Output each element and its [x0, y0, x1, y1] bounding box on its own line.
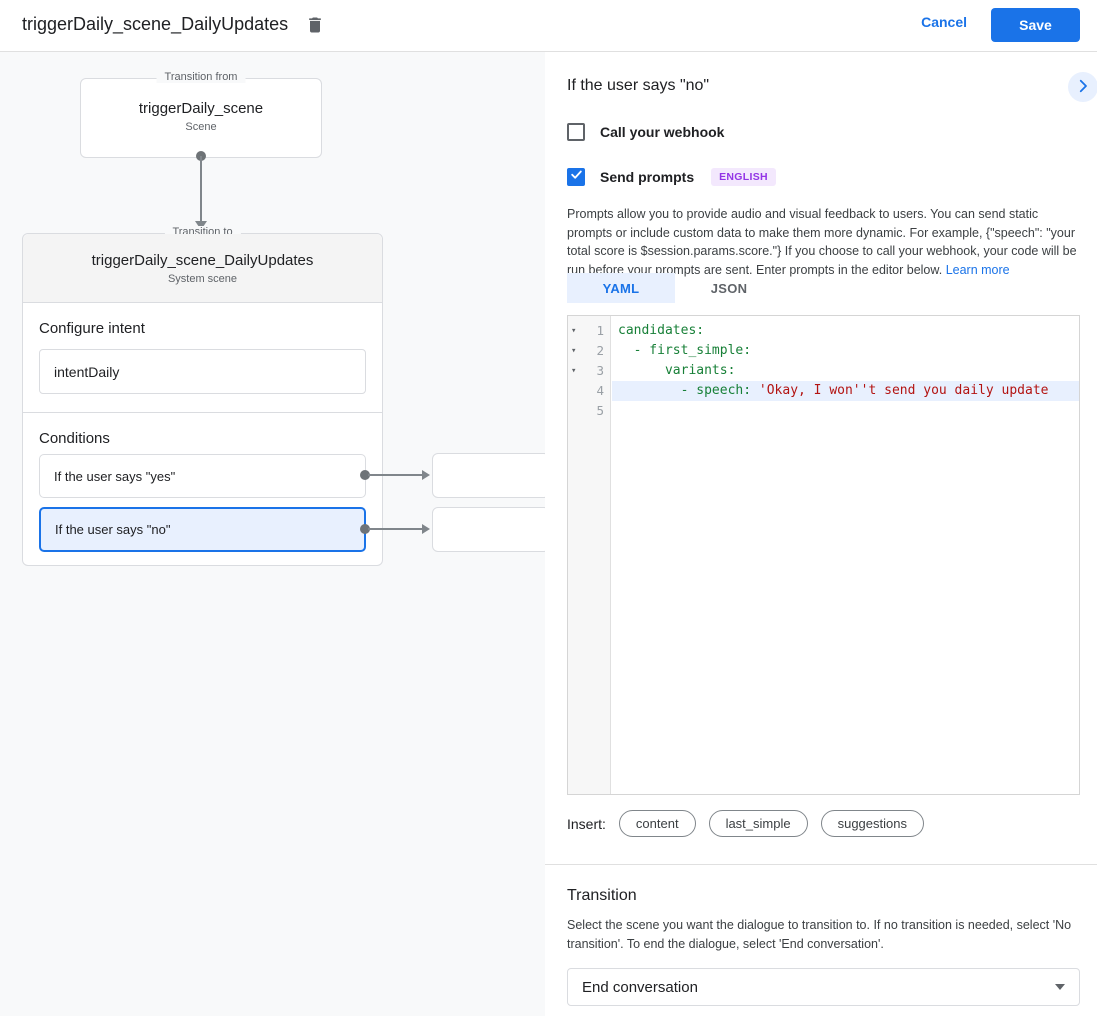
line-number: 1	[596, 323, 604, 338]
insert-content-chip[interactable]: content	[618, 810, 696, 837]
trash-icon	[305, 17, 325, 38]
insert-row: Insert: content last_simple suggestions	[567, 810, 924, 837]
tab-json[interactable]: JSON	[710, 280, 748, 296]
cancel-button[interactable]: Cancel	[921, 14, 967, 30]
send-prompts-checkbox[interactable]	[567, 168, 585, 186]
editor-code-area[interactable]: candidates: - first_simple: variants: - …	[612, 321, 1079, 421]
code-token: variants:	[618, 363, 736, 378]
insert-label: Insert:	[567, 815, 606, 832]
collapse-panel-button[interactable]	[1068, 72, 1097, 102]
transition-from-box[interactable]: Transition from triggerDaily_scene Scene	[80, 71, 322, 158]
fold-arrow-icon[interactable]: ▾	[571, 346, 577, 356]
gutter-row: ▾ 3	[568, 361, 611, 381]
condition-no-port-dot	[360, 524, 370, 534]
code-token: candidates:	[618, 323, 705, 338]
learn-more-link[interactable]: Learn more	[945, 262, 1010, 277]
fold-arrow-icon[interactable]: ▾	[571, 366, 577, 376]
transition-select-value: End conversation	[582, 978, 698, 996]
transition-to-card: Transition to triggerDaily_scene_DailyUp…	[22, 226, 383, 566]
connector-line	[200, 156, 202, 222]
webhook-label: Call your webhook	[600, 124, 725, 140]
prompt-code-editor[interactable]: ▾ 1 ▾ 2 ▾ 3 4 5 candidates:	[567, 315, 1080, 795]
condition-yes-label: If the user says "yes"	[54, 468, 176, 484]
code-line-1: candidates:	[612, 321, 1079, 341]
intent-value: intentDaily	[54, 363, 120, 380]
transition-select[interactable]: End conversation	[567, 968, 1080, 1006]
prompts-description: Prompts allow you to provide audio and v…	[567, 205, 1082, 279]
code-token: - first_simple:	[618, 343, 752, 358]
line-number: 4	[596, 383, 604, 398]
send-prompts-label: Send prompts	[600, 169, 695, 185]
to-scene-type: System scene	[167, 273, 238, 285]
condition-no-label: If the user says "no"	[55, 522, 171, 537]
webhook-checkbox[interactable]	[567, 123, 585, 141]
condition-no-target-box[interactable]	[432, 507, 550, 552]
code-line-5	[612, 401, 1079, 421]
intent-field[interactable]: intentDaily	[39, 349, 366, 394]
code-line-3: variants:	[612, 361, 1079, 381]
condition-row-yes[interactable]: If the user says "yes"	[39, 454, 366, 498]
to-scene-header[interactable]: triggerDaily_scene_DailyUpdates System s…	[23, 234, 382, 303]
code-line-2: - first_simple:	[612, 341, 1079, 361]
line-number: 3	[596, 363, 604, 378]
configure-intent-heading: Configure intent	[39, 320, 145, 337]
from-scene-name: triggerDaily_scene	[138, 100, 264, 117]
condition-detail-panel: If the user says "no" Call your webhook …	[545, 52, 1097, 1016]
line-number: 2	[596, 343, 604, 358]
gutter-row: 5	[568, 401, 611, 421]
webhook-row: Call your webhook	[567, 123, 724, 141]
transition-from-legend: Transition from	[156, 71, 246, 83]
transition-heading: Transition	[567, 887, 637, 904]
gutter-row: ▾ 1	[568, 321, 611, 341]
code-token: - speech:	[618, 383, 759, 398]
connector-arrowhead-icon	[195, 221, 207, 230]
language-badge: ENGLISH	[711, 168, 776, 186]
tab-yaml[interactable]: YAML	[567, 273, 675, 303]
condition-row-no[interactable]: If the user says "no"	[39, 507, 366, 552]
flow-canvas: Transition from triggerDaily_scene Scene…	[0, 52, 550, 1016]
top-bar: triggerDaily_scene_DailyUpdates Cancel S…	[0, 0, 1097, 52]
condition-yes-arrowhead-icon	[422, 470, 430, 480]
from-scene-type: Scene	[185, 121, 217, 133]
code-line-4-active: - speech: 'Okay, I won''t send you daily…	[612, 381, 1079, 401]
checkmark-icon	[570, 168, 583, 186]
prompts-description-text: Prompts allow you to provide audio and v…	[567, 207, 1077, 277]
panel-section-divider	[545, 864, 1097, 865]
transition-description: Select the scene you want the dialogue t…	[567, 918, 1072, 951]
page-title: triggerDaily_scene_DailyUpdates	[22, 14, 289, 34]
delete-button[interactable]	[303, 14, 327, 38]
condition-yes-port-dot	[360, 470, 370, 480]
fold-arrow-icon[interactable]: ▾	[571, 326, 577, 336]
card-section-divider	[23, 412, 382, 413]
editor-gutter	[568, 316, 611, 794]
insert-suggestions-chip[interactable]: suggestions	[820, 810, 924, 837]
line-number: 5	[596, 403, 604, 418]
condition-no-arrowhead-icon	[422, 524, 430, 534]
send-prompts-row: Send prompts ENGLISH	[567, 168, 776, 186]
condition-yes-target-box[interactable]	[432, 453, 550, 498]
editor-format-tabs: YAML JSON	[567, 273, 783, 303]
to-scene-name: triggerDaily_scene_DailyUpdates	[91, 252, 314, 269]
chevron-right-icon	[1074, 77, 1092, 98]
conditions-heading: Conditions	[39, 430, 110, 447]
panel-title: If the user says "no"	[567, 77, 710, 94]
save-button[interactable]: Save	[991, 8, 1080, 42]
gutter-row: ▾ 2	[568, 341, 611, 361]
code-token-string: 'Okay, I won''t send you daily update	[758, 383, 1049, 398]
gutter-row: 4	[568, 381, 611, 401]
editor-gutter-rows: ▾ 1 ▾ 2 ▾ 3 4 5	[568, 321, 611, 421]
condition-no-connector	[368, 528, 422, 530]
dropdown-caret-icon	[1055, 984, 1065, 990]
insert-last-simple-chip[interactable]: last_simple	[708, 810, 808, 837]
condition-yes-connector	[368, 474, 422, 476]
